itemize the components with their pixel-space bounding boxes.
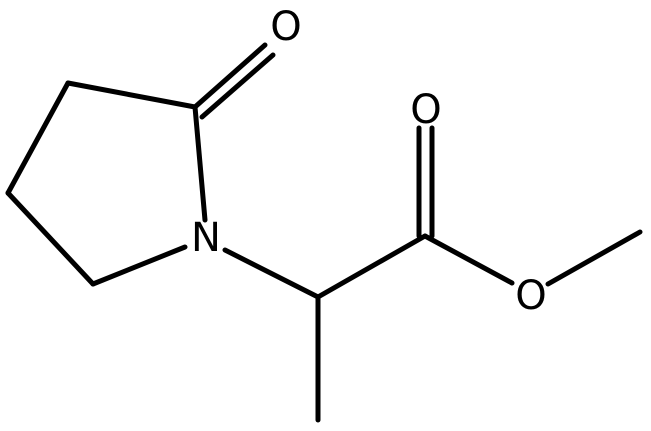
atom-ester-oxygen: O	[515, 273, 546, 319]
bond-ring-c4-c5	[5, 190, 96, 287]
bond-n-calpha	[222, 247, 321, 300]
bond-ring-n-c2	[192, 104, 208, 223]
bond-ring-c5-n	[90, 244, 188, 287]
atom-ring-carbonyl-oxygen: O	[270, 4, 301, 50]
bond-ring-c3-c4	[5, 80, 71, 196]
bond-ring-c2-c3	[65, 80, 198, 110]
atom-ring-nitrogen: N	[191, 215, 221, 261]
bond-o-methyl	[545, 229, 643, 287]
bond-calpha-ester-c	[315, 233, 428, 300]
bond-ring-carbonyl-1	[192, 42, 268, 110]
bond-ester-c-o	[422, 233, 515, 286]
atom-ester-carbonyl-oxygen: O	[410, 87, 441, 133]
bond-ring-carbonyl-2	[199, 52, 276, 120]
